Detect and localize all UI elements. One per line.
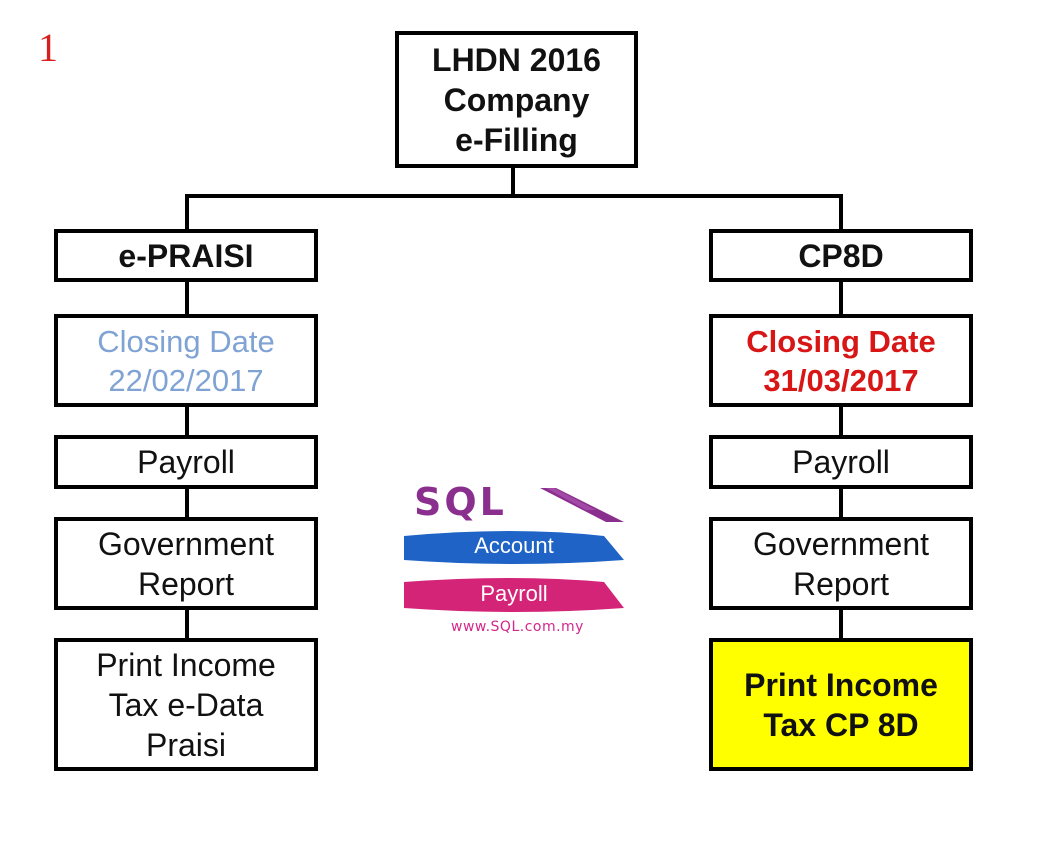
right-connector-4 <box>839 608 843 640</box>
right-government-report-node: Government Report <box>709 517 973 610</box>
right-connector-1 <box>839 280 843 316</box>
left-connector-2 <box>185 405 189 437</box>
left-header-label: e-PRAISI <box>118 237 254 274</box>
right-header-label: CP8D <box>798 237 884 274</box>
payroll-band-shape <box>404 578 624 612</box>
account-band: Account <box>404 530 624 564</box>
account-label: Account <box>474 533 554 558</box>
logo-url: www.SQL.com.my <box>451 619 584 635</box>
left-print-line-2: Tax e-Data <box>108 686 264 723</box>
sql-brand-text: SQL <box>414 480 507 524</box>
logo-swoosh-icon <box>540 488 624 522</box>
left-connector-4 <box>185 608 189 640</box>
left-closing-date-node: Closing Date 22/02/2017 <box>54 314 318 407</box>
left-connector-3 <box>185 487 189 519</box>
right-print-node: Print Income Tax CP 8D <box>709 638 973 771</box>
root-line-2: Company <box>443 81 590 118</box>
left-branch-drop-line <box>185 194 189 230</box>
branch-horizontal-line <box>185 194 843 198</box>
right-payroll-label: Payroll <box>792 444 890 480</box>
payroll-logo-label: Payroll <box>480 581 548 606</box>
right-closing-date-value: 31/03/2017 <box>763 362 919 398</box>
account-band-shape <box>404 531 624 564</box>
right-print-line-2: Tax CP 8D <box>763 706 919 743</box>
right-connector-2 <box>839 405 843 437</box>
left-closing-date-value: 22/02/2017 <box>108 362 264 398</box>
sql-logo: SQL Account Payroll www.SQL.com.my <box>400 480 635 640</box>
left-report-label: Report <box>137 565 235 602</box>
right-connector-3 <box>839 487 843 519</box>
right-header-node: CP8D <box>709 229 973 282</box>
left-header-node: e-PRAISI <box>54 229 318 282</box>
right-report-label: Report <box>792 565 890 602</box>
left-payroll-label: Payroll <box>137 444 235 480</box>
right-print-line-1: Print Income <box>744 666 938 703</box>
left-closing-date-label: Closing Date <box>97 323 275 359</box>
left-print-node: Print Income Tax e-Data Praisi <box>54 638 318 771</box>
left-government-label: Government <box>97 525 275 562</box>
root-node: LHDN 2016 Company e-Filling <box>395 31 638 168</box>
right-closing-date-node: Closing Date 31/03/2017 <box>709 314 973 407</box>
page-number: 1 <box>38 25 58 70</box>
left-print-line-3: Praisi <box>145 726 226 763</box>
right-government-label: Government <box>752 525 930 562</box>
right-branch-drop-line <box>839 194 843 230</box>
right-closing-date-label: Closing Date <box>746 323 936 359</box>
right-payroll-node: Payroll <box>709 435 973 489</box>
left-print-line-1: Print Income <box>96 646 276 683</box>
root-stem-line <box>511 166 515 196</box>
left-government-report-node: Government Report <box>54 517 318 610</box>
root-line-3: e-Filling <box>455 121 578 158</box>
left-payroll-node: Payroll <box>54 435 318 489</box>
left-connector-1 <box>185 280 189 316</box>
root-line-1: LHDN 2016 <box>432 41 601 78</box>
payroll-band: Payroll <box>404 578 624 612</box>
